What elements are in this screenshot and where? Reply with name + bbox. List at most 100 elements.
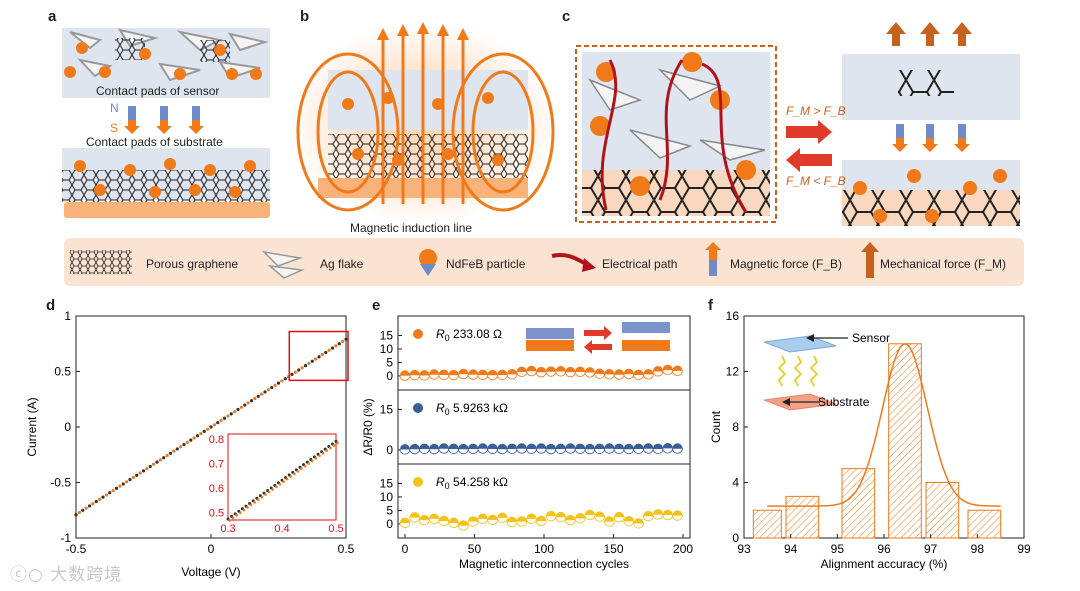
iv-point bbox=[104, 493, 108, 497]
data-point-top bbox=[487, 369, 498, 375]
iv-point bbox=[87, 504, 92, 508]
iv-point bbox=[162, 456, 166, 460]
iv-point bbox=[280, 379, 284, 383]
inset-point bbox=[239, 511, 242, 515]
data-point-bottom bbox=[448, 448, 460, 454]
data-point-top bbox=[594, 511, 605, 517]
x-axis-label: Voltage (V) bbox=[181, 565, 240, 579]
electrical-path-icon bbox=[551, 253, 596, 272]
x-tick-label: 200 bbox=[673, 542, 693, 556]
iv-point bbox=[152, 462, 156, 466]
x-tick-label: 100 bbox=[534, 542, 554, 556]
x-tick-label: 95 bbox=[831, 542, 845, 556]
inset-point bbox=[296, 470, 300, 473]
iv-point bbox=[260, 392, 264, 396]
data-point-top bbox=[623, 443, 634, 449]
iv-point bbox=[283, 377, 287, 381]
data-point-top bbox=[399, 444, 410, 450]
y-axis-label: ΔR/R0 (%) bbox=[361, 398, 375, 455]
data-point-top bbox=[477, 369, 488, 375]
data-point-bottom bbox=[672, 514, 683, 521]
inset-point bbox=[314, 457, 318, 460]
iv-point bbox=[172, 449, 176, 453]
iv-point bbox=[314, 357, 318, 361]
iv-point bbox=[108, 491, 112, 495]
data-point-bottom bbox=[409, 516, 421, 523]
data-point-bottom bbox=[399, 448, 411, 455]
porous-graphene-icon bbox=[70, 250, 132, 274]
data-point-top bbox=[429, 443, 440, 449]
inset-x-tick-label: 0.3 bbox=[220, 523, 235, 535]
y-tick-label: 15 bbox=[380, 476, 394, 490]
pole-n-label: N bbox=[110, 101, 119, 115]
data-point-bottom bbox=[506, 448, 518, 454]
data-point-top bbox=[545, 510, 556, 516]
inset-sensor-label: Sensor bbox=[852, 331, 890, 345]
iv-point bbox=[341, 339, 345, 344]
data-point-top bbox=[429, 369, 440, 375]
inset-connection-spring bbox=[777, 355, 787, 387]
data-point-top bbox=[448, 517, 459, 523]
panel-letter-e: e bbox=[372, 297, 381, 314]
data-point-bottom bbox=[623, 520, 635, 527]
data-point-bottom bbox=[613, 448, 625, 454]
iv-point bbox=[317, 355, 321, 359]
data-point-top bbox=[672, 443, 683, 449]
y-tick-label: 15 bbox=[380, 402, 394, 416]
iv-point bbox=[266, 388, 270, 392]
data-point-bottom bbox=[603, 373, 615, 380]
iv-point bbox=[192, 436, 196, 440]
iv-point bbox=[189, 438, 193, 442]
data-point-bottom bbox=[438, 374, 450, 380]
data-point-top bbox=[526, 513, 537, 519]
data-point-top bbox=[662, 509, 673, 515]
panel-letter-c: c bbox=[562, 8, 571, 25]
inset-point bbox=[271, 488, 274, 491]
data-point-bottom bbox=[399, 374, 411, 381]
iv-point bbox=[243, 403, 247, 407]
legend-ag-flake: Ag flake bbox=[320, 257, 364, 271]
inset-x-tick-label: 0.4 bbox=[274, 523, 289, 535]
inset-point bbox=[235, 514, 238, 517]
data-point-bottom bbox=[545, 370, 557, 377]
x-axis-label: Alignment accuracy (%) bbox=[821, 557, 948, 571]
data-point-bottom bbox=[516, 371, 528, 377]
inset-substrate-block bbox=[622, 340, 670, 351]
iv-point bbox=[131, 475, 135, 480]
inset-x-tick-label: 0.5 bbox=[328, 523, 343, 535]
data-point-top bbox=[536, 443, 547, 449]
data-point-bottom bbox=[457, 448, 469, 455]
data-point-top bbox=[584, 443, 595, 449]
data-point-top bbox=[662, 443, 673, 449]
data-point-bottom bbox=[467, 520, 479, 527]
panel-letter-f: f bbox=[708, 297, 713, 314]
iv-point bbox=[256, 394, 260, 398]
data-point-bottom bbox=[438, 447, 450, 454]
data-point-bottom bbox=[428, 518, 440, 524]
inset-sensor-arrowhead bbox=[806, 334, 814, 342]
iv-point bbox=[233, 410, 237, 414]
subplot-r0-label: R0 54.258 kΩ bbox=[436, 475, 508, 491]
data-point-bottom bbox=[652, 448, 664, 454]
x-tick-label: 0 bbox=[208, 542, 215, 556]
data-point-top bbox=[516, 443, 527, 449]
inset-arrow-left bbox=[584, 340, 612, 354]
data-point-top bbox=[487, 514, 498, 520]
inset-point bbox=[231, 516, 235, 520]
x-tick-label: 99 bbox=[1017, 542, 1031, 556]
data-point-bottom bbox=[496, 374, 508, 380]
data-point-bottom bbox=[506, 373, 518, 380]
inset-point bbox=[228, 519, 231, 522]
inset-point bbox=[307, 462, 311, 465]
iv-point bbox=[320, 353, 324, 357]
data-point-bottom bbox=[409, 374, 421, 381]
data-point-top bbox=[536, 366, 547, 372]
data-point-top bbox=[565, 366, 576, 372]
legend-icons bbox=[70, 242, 879, 279]
data-point-bottom bbox=[496, 448, 508, 455]
data-point-bottom bbox=[642, 447, 654, 454]
data-point-bottom bbox=[574, 517, 586, 524]
iv-point bbox=[290, 372, 294, 376]
